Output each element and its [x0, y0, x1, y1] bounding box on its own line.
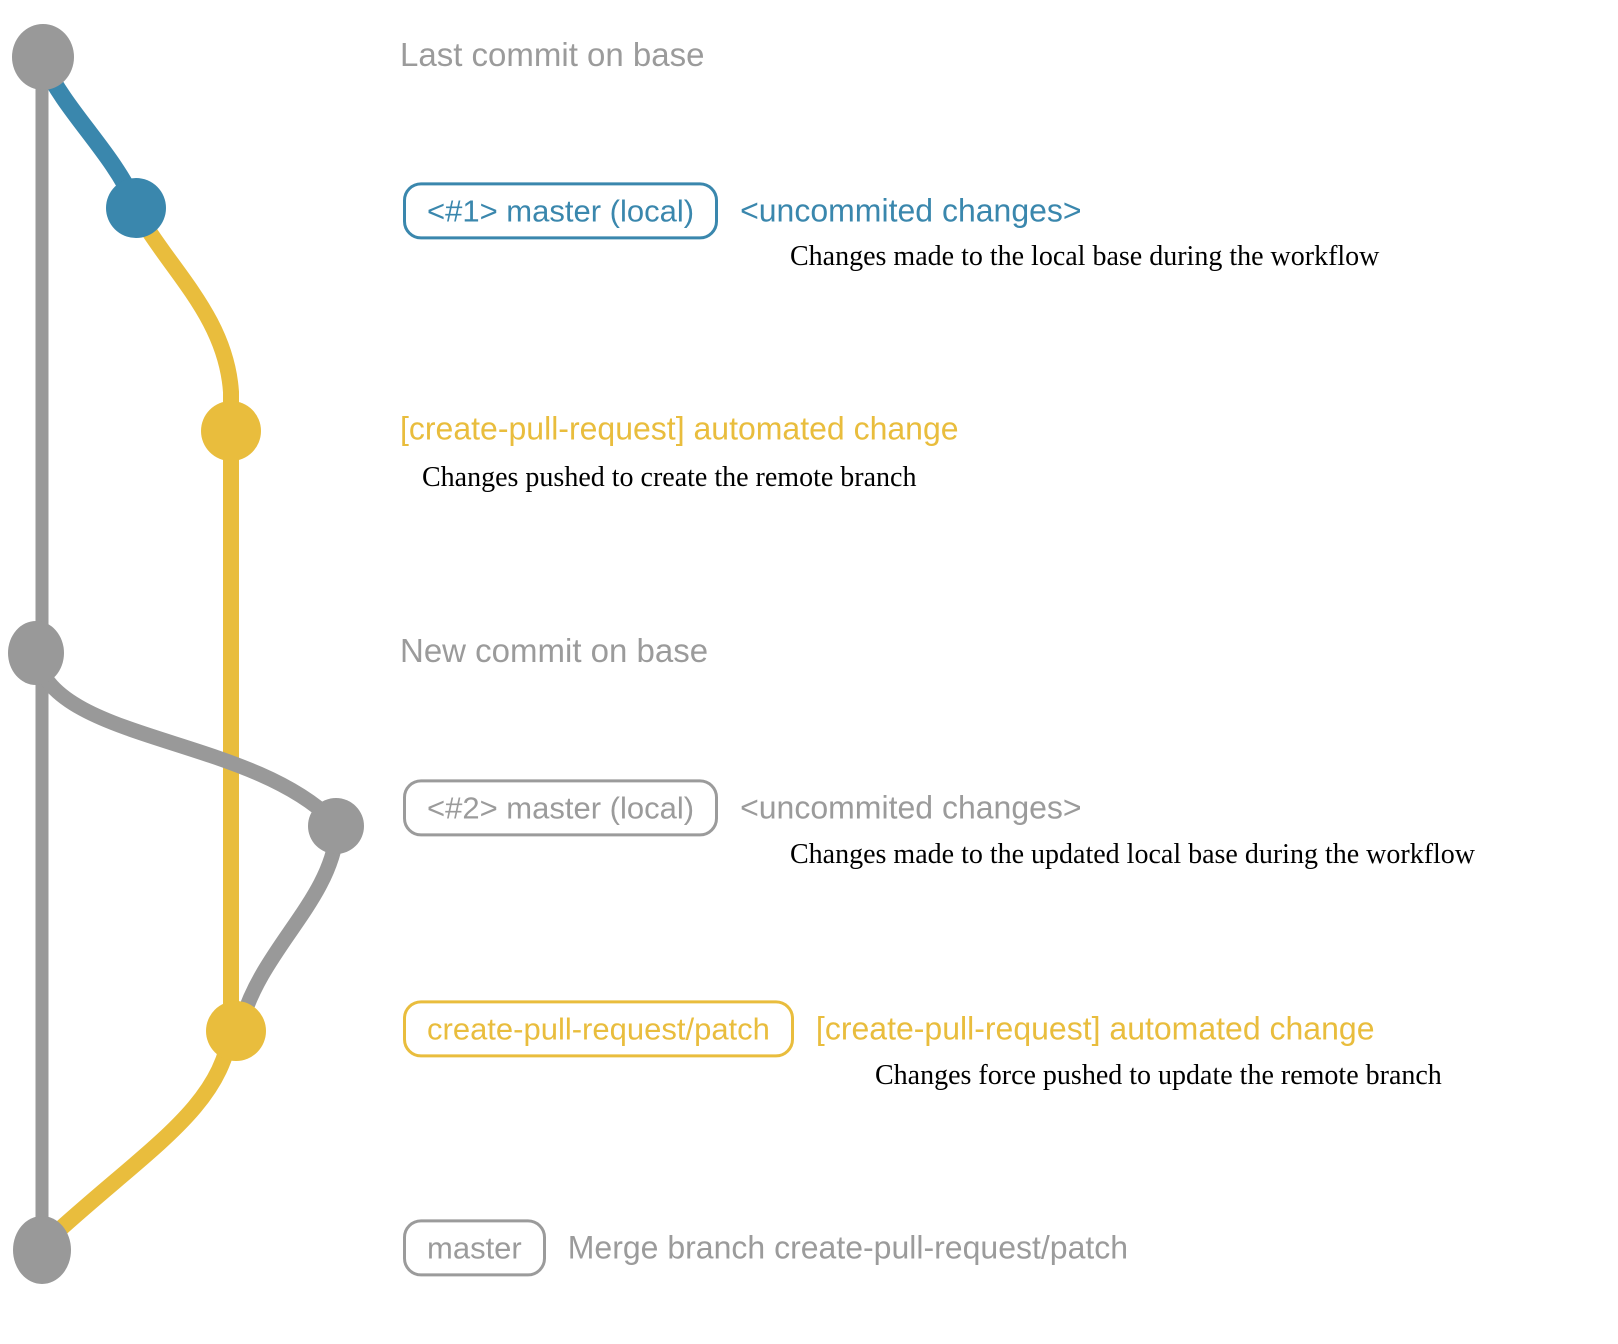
- branch-badge-master-local-2: <#2> master (local): [403, 779, 719, 837]
- row-patch-2: create-pull-request/patch [create-pull-r…: [403, 1000, 1375, 1058]
- annotation-new-commit: New commit on base: [400, 632, 708, 670]
- commit-title-automated-1: [create-pull-request] automated change: [400, 410, 959, 447]
- annotation-new-commit-label: New commit on base: [400, 632, 709, 669]
- row-merge: master Merge branch create-pull-request/…: [403, 1219, 1129, 1277]
- row-local-1: <#1> master (local) <uncommited changes>: [403, 182, 1082, 240]
- branch-badge-patch: create-pull-request/patch: [403, 1000, 794, 1058]
- commit-title-automated-2: [create-pull-request] automated change: [815, 1010, 1375, 1047]
- commit-title-uncommited-2: <uncommited changes>: [740, 789, 1082, 826]
- commit-dot-uncommited-changes-2: [308, 798, 364, 854]
- commit-desc-automated-1: Changes pushed to create the remote bran…: [422, 462, 917, 493]
- commit-dot-uncommited-changes-1: [106, 178, 166, 238]
- rebase-gray-curve: [233, 831, 345, 1027]
- branch-badge-master: master: [403, 1219, 546, 1277]
- commit-title-uncommited-1: <uncommited changes>: [740, 192, 1082, 229]
- commit-dot-merge-commit: [13, 1216, 71, 1284]
- commit-dot-automated-change-1: [201, 401, 261, 461]
- commit-desc-uncommited-2: Changes made to the updated local base d…: [790, 839, 1476, 870]
- commit-dot-automated-change-2: [206, 1001, 266, 1061]
- row-patch-1: [create-pull-request] automated change: [400, 411, 959, 448]
- branch-badge-master-local-1: <#1> master (local): [403, 182, 719, 240]
- base-update-gray-curve: [28, 653, 338, 826]
- annotation-last-commit-label: Last commit on base: [400, 36, 705, 73]
- commit-title-merge: Merge branch create-pull-request/patch: [567, 1229, 1129, 1266]
- commit-dot-new-commit-on-base: [8, 621, 64, 685]
- commit-dot-last-commit-on-base: [12, 24, 74, 90]
- annotation-last-commit: Last commit on base: [400, 36, 704, 74]
- commit-desc-uncommited-1: Changes made to the local base during th…: [790, 241, 1380, 272]
- row-local-2: <#2> master (local) <uncommited changes>: [403, 779, 1082, 837]
- commit-desc-automated-2: Changes force pushed to update the remot…: [875, 1060, 1442, 1091]
- git-graph: [8, 24, 364, 1284]
